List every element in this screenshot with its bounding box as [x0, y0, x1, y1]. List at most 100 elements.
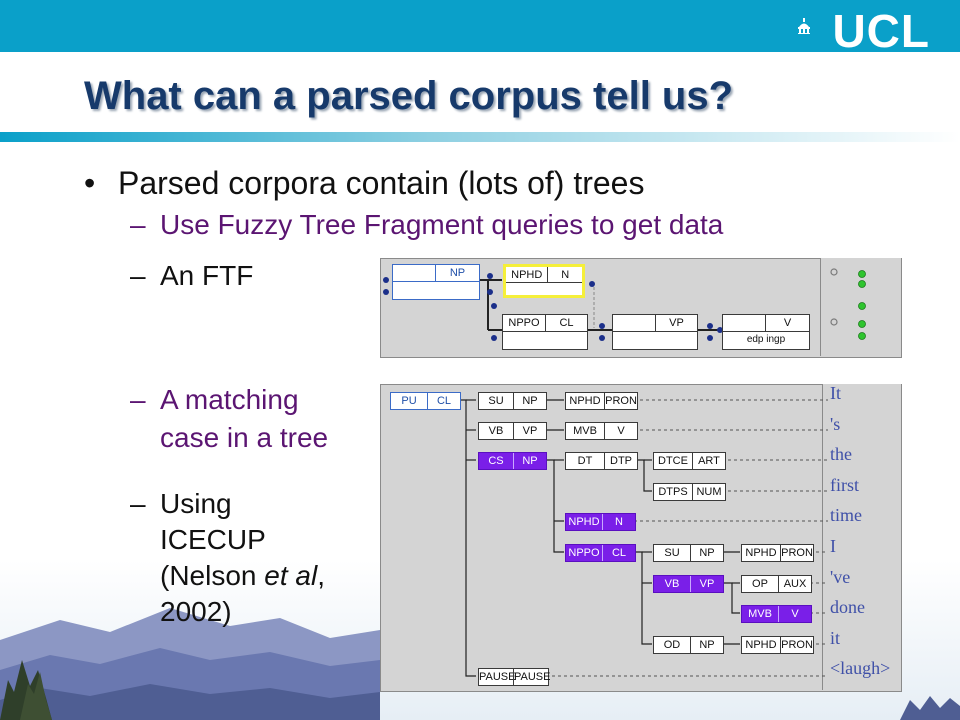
dash-marker: –	[130, 209, 146, 240]
sentence-word[interactable]: time	[830, 505, 862, 526]
sub-bullet-matching-case-line2: case in a tree	[160, 422, 329, 453]
ftf-node-vp[interactable]: VP	[612, 314, 698, 350]
sentence-word[interactable]: it	[830, 627, 841, 648]
sentence-word[interactable]: 's	[830, 413, 841, 434]
node-category: V	[604, 423, 637, 439]
dash-marker: –	[130, 260, 146, 291]
dash-marker: –	[130, 384, 146, 415]
ftf-function: NPPO	[508, 317, 540, 329]
node-category: V	[778, 606, 811, 622]
title-underline	[0, 132, 960, 142]
node-category: PRON	[604, 393, 637, 409]
node-function: VB	[488, 425, 504, 437]
node-category: N	[602, 514, 635, 530]
node-function: NPHD	[569, 395, 601, 407]
ftf-feature-list: edp ingp	[746, 334, 786, 345]
sub-bullet-ftf-queries: –Use Fuzzy Tree Fragment queries to get …	[130, 207, 723, 243]
node-category: NP	[690, 637, 723, 653]
ucl-dome-icon	[798, 18, 810, 34]
dash-marker: –	[130, 488, 146, 519]
sub-bullet-text: Use Fuzzy Tree Fragment queries to get d…	[160, 209, 724, 240]
node-category: PRON	[780, 637, 813, 653]
bullet-dot: •	[84, 165, 96, 201]
node-function: DTCE	[658, 455, 688, 467]
slide-title: What can a parsed corpus tell us?	[84, 74, 734, 118]
node-category: PRON	[780, 545, 813, 561]
node-function: OP	[752, 578, 768, 590]
node-category: AUX	[778, 576, 811, 592]
bullet-text: Parsed corpora contain (lots of) trees	[118, 165, 645, 201]
node-category: VP	[513, 423, 546, 439]
tree-node[interactable]: VB VP	[478, 422, 547, 440]
node-function: DTPS	[658, 486, 688, 498]
ftf-category: N	[547, 267, 582, 282]
ftf-function	[613, 315, 655, 331]
node-function: PU	[401, 395, 417, 407]
tree-node[interactable]: OP AUX	[741, 575, 812, 593]
node-function: SU	[664, 547, 680, 559]
node-category: ART	[692, 453, 725, 469]
node-function: SU	[488, 395, 504, 407]
sentence-word[interactable]: 've	[830, 566, 851, 587]
node-category: CL	[602, 545, 635, 561]
citation-author: (Nelson	[160, 560, 265, 591]
node-category: VP	[690, 576, 723, 592]
icecup-label: ICECUP	[160, 524, 266, 555]
sentence-column	[822, 384, 901, 690]
node-category: NP	[690, 545, 723, 561]
tree-node[interactable]: SU NP	[653, 544, 724, 562]
node-function: NPHD	[745, 547, 777, 559]
sub-bullet-an-ftf: –An FTF	[130, 258, 253, 294]
node-category: NUM	[692, 484, 725, 500]
sentence-word[interactable]: done	[830, 597, 865, 618]
ftf-category: CL	[545, 315, 587, 331]
citation-year: 2002)	[160, 596, 232, 627]
node-category: PAUSE	[513, 669, 551, 685]
sub-bullet-using-icecup: –Using	[130, 486, 232, 522]
ftf-category: V	[765, 315, 809, 331]
node-function: NPPO	[568, 547, 600, 559]
bullet-parsed-corpora: • Parsed corpora contain (lots of) trees	[84, 164, 644, 202]
sentence-word[interactable]: <laugh>	[830, 658, 891, 679]
ftf-node-nppo-cl[interactable]: NPPO CL	[502, 314, 588, 350]
ftf-node-nphd-n[interactable]: NPHD N	[503, 264, 585, 298]
sub-bullet-text: Using	[160, 488, 232, 519]
header-bar	[0, 0, 960, 52]
sub-bullet-text: An FTF	[160, 260, 254, 291]
citation-et-al: et al	[264, 560, 318, 591]
tree-panel	[380, 384, 902, 692]
sentence-word[interactable]: first	[830, 474, 859, 495]
citation-line: (Nelson et al,	[160, 558, 325, 594]
ucl-logo: UCL	[832, 5, 930, 57]
node-function: NPHD	[745, 639, 777, 651]
sentence-word[interactable]: the	[830, 444, 852, 465]
tree-node[interactable]: DTCE ART	[653, 452, 726, 470]
tree-node[interactable]: VB VP	[653, 575, 724, 593]
sub-bullet-text: A matching	[160, 384, 299, 415]
sentence-word[interactable]: I	[830, 536, 836, 556]
ftf-node-v[interactable]: V edp ingp	[722, 314, 810, 350]
node-function: CS	[488, 455, 504, 467]
ftf-category: VP	[655, 315, 697, 331]
sentence-word[interactable]: It	[830, 383, 841, 403]
tree-connectors	[460, 399, 828, 677]
node-function: DT	[577, 455, 593, 467]
ftf-node-np[interactable]: NP	[392, 264, 480, 300]
node-function: VB	[664, 578, 680, 590]
tree-node[interactable]: DTPS NUM	[653, 483, 726, 501]
ftf-function: NPHD	[511, 269, 543, 281]
ftf-function	[393, 265, 435, 281]
